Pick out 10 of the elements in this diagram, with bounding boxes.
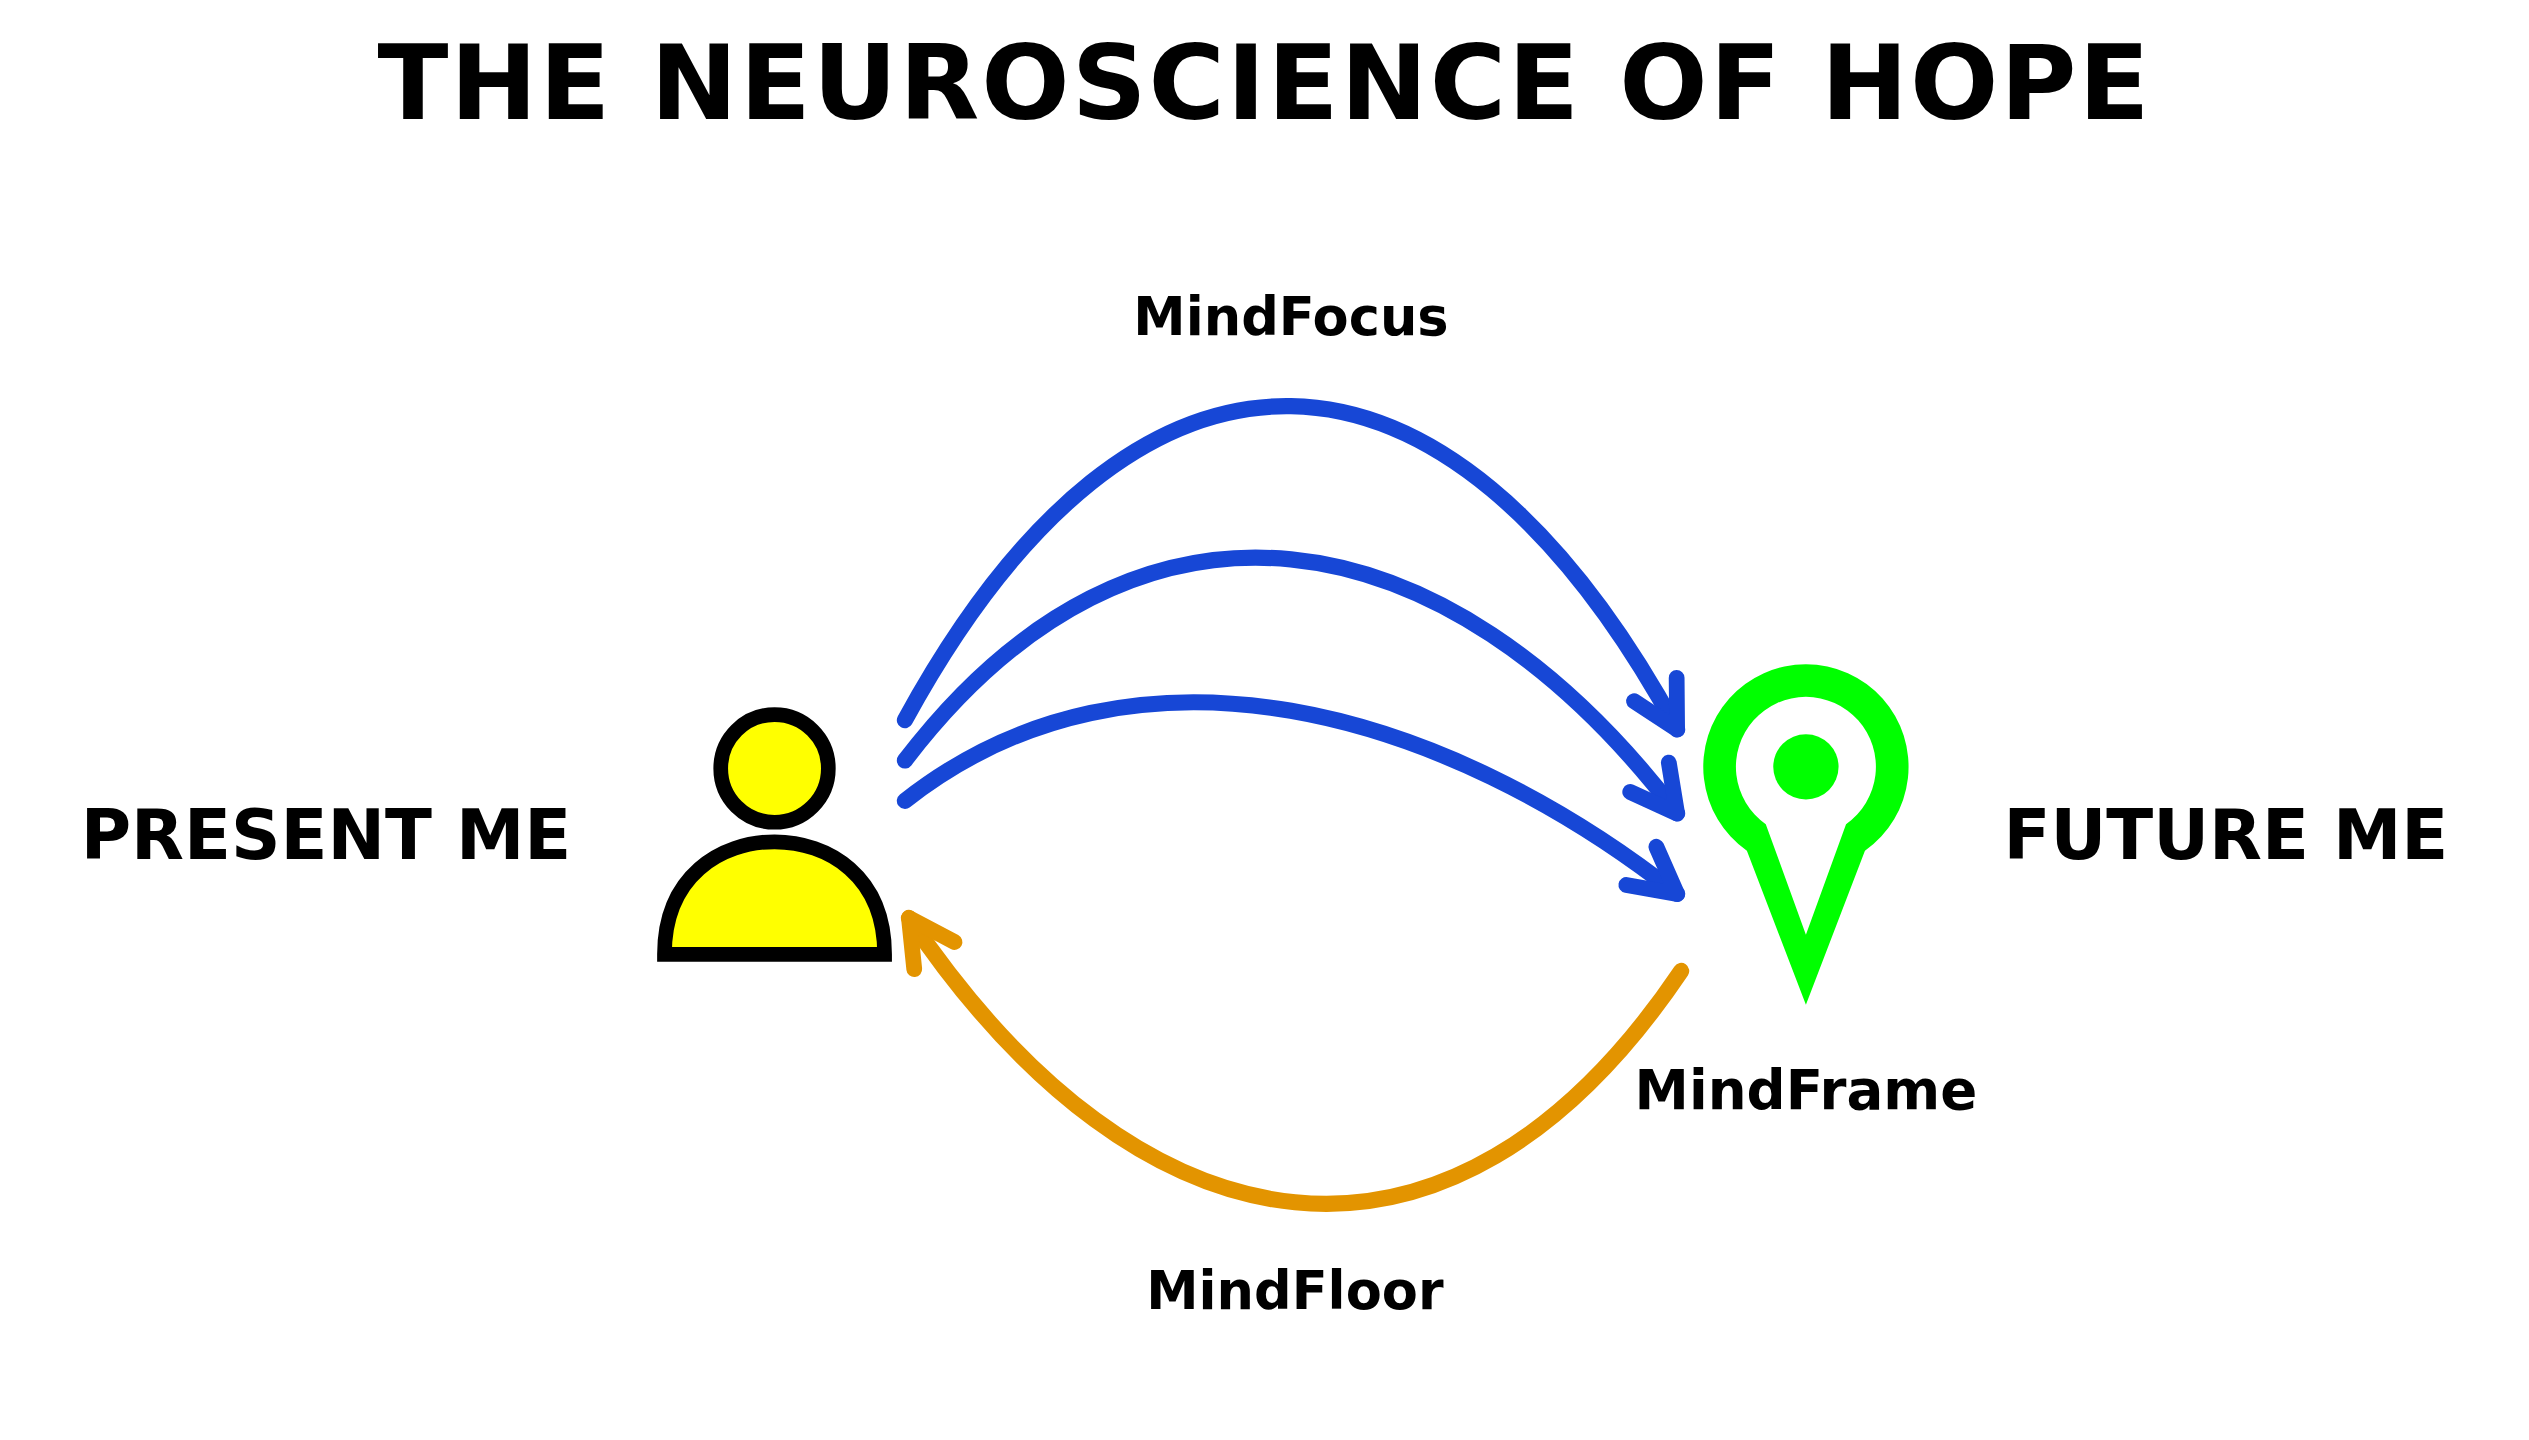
node-caption: FUTURE ME	[2003, 795, 2449, 876]
person-icon	[657, 707, 892, 962]
node-caption: PRESENT ME	[80, 795, 572, 876]
node-caption: MindFrame	[1634, 1057, 1978, 1122]
arrow	[896, 551, 1686, 822]
arrow	[900, 909, 1690, 1211]
arrow	[896, 398, 1686, 738]
title: THE NEUROSCIENCE OF HOPE	[377, 24, 2152, 144]
location-pin-icon	[1703, 664, 1909, 1005]
arrow	[896, 695, 1686, 903]
